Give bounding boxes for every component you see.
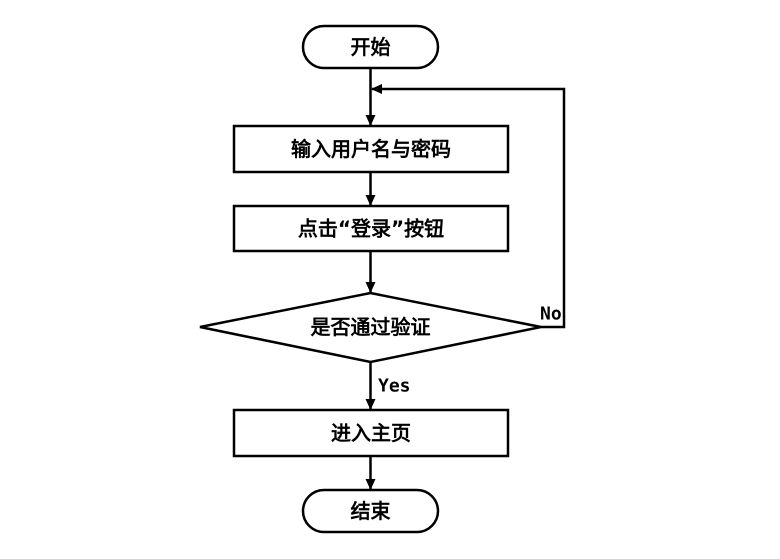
input-credentials-label: 输入用户名与密码 — [291, 137, 451, 161]
yes-label: Yes — [378, 376, 411, 397]
end-label: 结束 — [351, 499, 392, 523]
verification-decision-label: 是否通过验证 — [310, 315, 431, 339]
input-credentials-node: 输入用户名与密码 — [232, 124, 510, 174]
no-label: No — [540, 304, 562, 325]
end-node: 结束 — [301, 488, 440, 534]
start-node: 开始 — [301, 24, 440, 70]
click-login-node: 点击“登录”按钮 — [232, 204, 510, 253]
enter-home-label: 进入主页 — [331, 421, 411, 445]
enter-home-node: 进入主页 — [232, 408, 510, 458]
verification-decision-node: 是否通过验证 — [199, 291, 542, 364]
click-login-label: 点击“登录”按钮 — [298, 217, 444, 241]
edge-decision-no-loop — [371, 84, 566, 329]
start-label: 开始 — [351, 35, 391, 59]
